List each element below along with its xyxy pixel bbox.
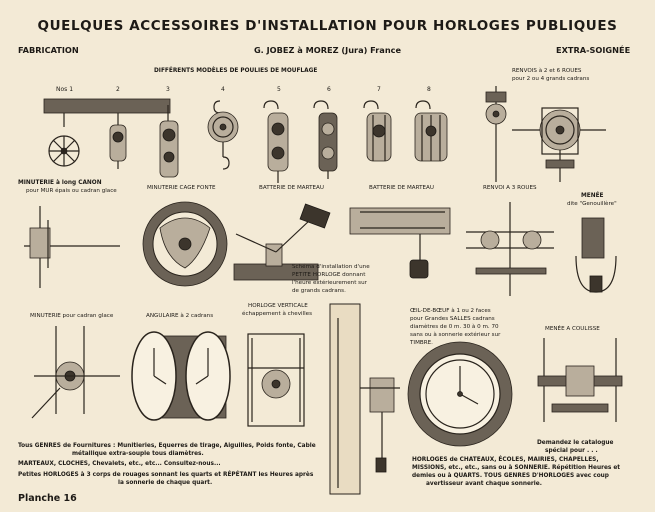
pulley-number-3: 3 [166,86,170,93]
pulley-2 [109,113,127,169]
cage-fonte-illustration [142,201,228,287]
catalogue-line-2: spécial pour . . . [545,448,598,454]
schema-line-2: PETITE HORLOGE donnant [292,272,366,278]
menee-sublabel: dite "Genouillère" [567,201,617,207]
pulley-number-4: 4 [221,86,225,93]
angulaire-illustration [131,331,231,421]
pulleys-heading: DIFFÉRENTS MODÈLES DE POULIES DE MOUFLAG… [154,68,318,74]
fabrication-label: FABRICATION [18,45,79,55]
coulisse-label: MENÉE A COULISSE [545,326,600,332]
horloges-line-3: demies ou à QUARTS. TOUS GENRES D'HORLOG… [412,473,609,479]
row3-illustrations [31,303,623,495]
renvoi-3-label: RENVOI A 3 ROUES [483,185,537,191]
oeil-line-3: diamètres de 0 m. 30 à 0 m. 70 [410,324,499,330]
batterie-2-illustration [349,207,451,279]
minuterie-canon-illustration [24,206,120,288]
horloges-line-2: MISSIONS, etc., etc., sans ou à SONNERIE… [412,465,621,471]
page-title: QUELQUES ACCESSOIRES D'INSTALLATION POUR… [37,18,618,34]
minuterie-glace-illustration [31,326,120,419]
oeil-line-4: sans ou à sonnerie extérieur sur [410,332,501,338]
pulley-number-6: 6 [327,86,331,93]
pulley-number-1: Nos 1 [56,86,74,93]
catalogue-line-1: Demandez le catalogue [537,440,614,446]
marteaux-line: MARTEAUX, CLOCHES, Chevalets, etc., etc.… [18,461,221,467]
renvois-illustration [485,86,606,182]
renvoi-3-illustration [466,202,554,296]
schema-line-4: de grands cadrans. [292,288,346,294]
schema-line-3: l'heure extérieurement sur [292,280,367,286]
menee-coulisse-illustration [537,338,623,422]
schema-installation-illustration [329,303,400,495]
pulley-number-2: 2 [116,86,120,93]
oeil-line-5: TIMBRE. [410,340,433,346]
planche-number: Planche 16 [18,493,77,504]
horloges-line-4: avertisseur avant chaque sonnerie. [426,481,542,487]
pulley-number-5: 5 [277,86,281,93]
oeil-line-2: pour Grandes SALLES cadrans [410,316,495,322]
batterie-label-2: BATTERIE DE MARTEAU [369,185,434,191]
menee-label: MENÉE [581,193,604,199]
pulley-number-8: 8 [427,86,431,93]
batterie-label-1: BATTERIE DE MARTEAU [259,185,324,191]
minuterie-canon-sublabel: pour MUR épais ou cadran glace [26,188,117,194]
pulley-7 [363,100,392,162]
horloge-verticale-sublabel: échappement à chevilles [242,311,313,317]
fournitures-line-2: métallique extra-souple tous diamètres. [72,451,204,457]
fournitures-line-1: Tous GENRES de Fournitures : Munitieries… [18,443,316,449]
wooden-beam [43,98,171,114]
horloges-line-1: HORLOGES de CHATEAUX, ÉCOLES, MAIRIES, C… [412,457,599,463]
renvois-sublabel: pour 2 ou 4 grands cadrans [512,76,590,82]
pulley-4 [207,100,239,170]
pulley-number-7: 7 [377,86,381,93]
oeil-de-boeuf-clock [407,341,513,447]
horloge-verticale-label: HORLOGE VERTICALE [248,303,308,309]
pulley-3 [159,105,179,178]
minuterie-canon-label: MINUTERIE à long CANON [18,180,102,186]
horloge-verticale-illustration [247,333,305,427]
petites-horloges-line-1: Petites HORLOGES à 3 corps de rouages so… [18,472,314,478]
angulaire-label: ANGULAIRE à 2 cadrans [146,313,214,319]
maker-label: G. JOBEZ à MOREZ (Jura) France [253,45,402,55]
pulley-1 [48,113,80,167]
pulley-8 [414,100,448,162]
pulley-5 [263,100,289,183]
pulley-6 [313,100,338,179]
petites-horloges-line-2: la sonnerie de chaque quart. [118,480,213,486]
renvois-label: RENVOIS à 2 et 6 ROUES [512,68,582,74]
quality-label: EXTRA-SOIGNÉE [556,45,631,55]
menee-illustration [575,217,617,293]
row2-illustrations [24,201,617,296]
schema-line-1: Schéma d'installation d'une [292,264,370,270]
oeil-line-1: ŒIL-DE-BŒUF à 1 ou 2 faces [410,308,491,314]
pulleys-illustration [43,98,448,183]
minuterie-glace-label: MINUTERIE pour cadran glace [30,313,114,319]
cage-fonte-label: MINUTERIE CAGE FONTE [147,185,216,191]
batterie-1-illustration [233,203,331,281]
